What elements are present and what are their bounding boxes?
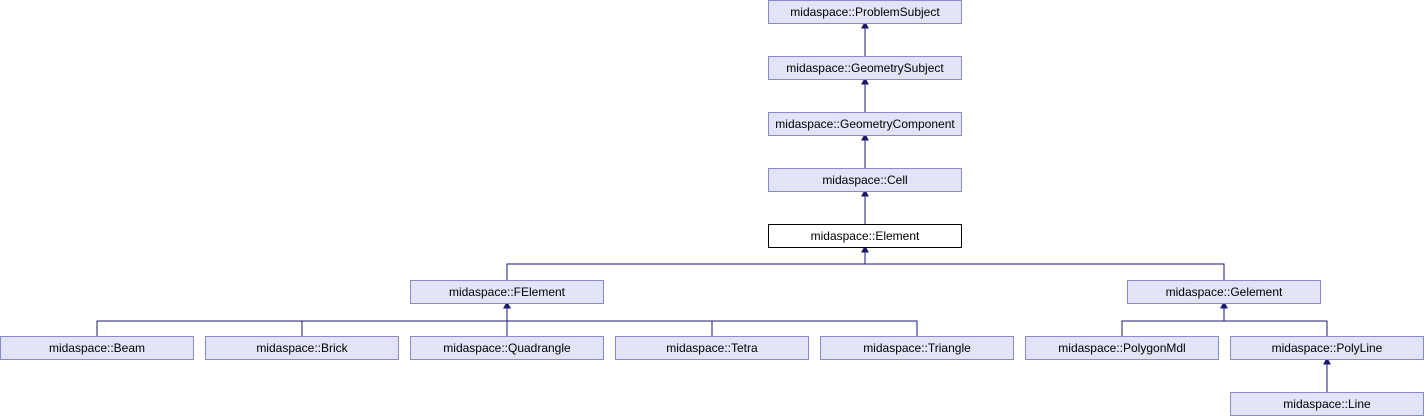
node-problem-subject[interactable]: midaspace::ProblemSubject	[768, 0, 962, 24]
node-beam[interactable]: midaspace::Beam	[0, 336, 194, 360]
node-geometry-subject[interactable]: midaspace::GeometrySubject	[768, 56, 962, 80]
node-polygon-mdl[interactable]: midaspace::PolygonMdl	[1025, 336, 1219, 360]
node-element-current: midaspace::Element	[768, 224, 962, 248]
node-tetra[interactable]: midaspace::Tetra	[615, 336, 809, 360]
node-geometry-component[interactable]: midaspace::GeometryComponent	[768, 112, 962, 136]
edge-felement-gelement-to-element	[506, 263, 1225, 280]
node-felement[interactable]: midaspace::FElement	[410, 280, 604, 304]
node-brick[interactable]: midaspace::Brick	[205, 336, 399, 360]
node-line[interactable]: midaspace::Line	[1230, 392, 1424, 416]
edge-felement-children-bus	[96, 320, 918, 336]
edge-gelement-children-bus	[1121, 320, 1328, 336]
node-triangle[interactable]: midaspace::Triangle	[820, 336, 1014, 360]
node-gelement[interactable]: midaspace::Gelement	[1127, 280, 1321, 304]
node-poly-line[interactable]: midaspace::PolyLine	[1230, 336, 1424, 360]
node-quadrangle[interactable]: midaspace::Quadrangle	[410, 336, 604, 360]
node-cell[interactable]: midaspace::Cell	[768, 168, 962, 192]
